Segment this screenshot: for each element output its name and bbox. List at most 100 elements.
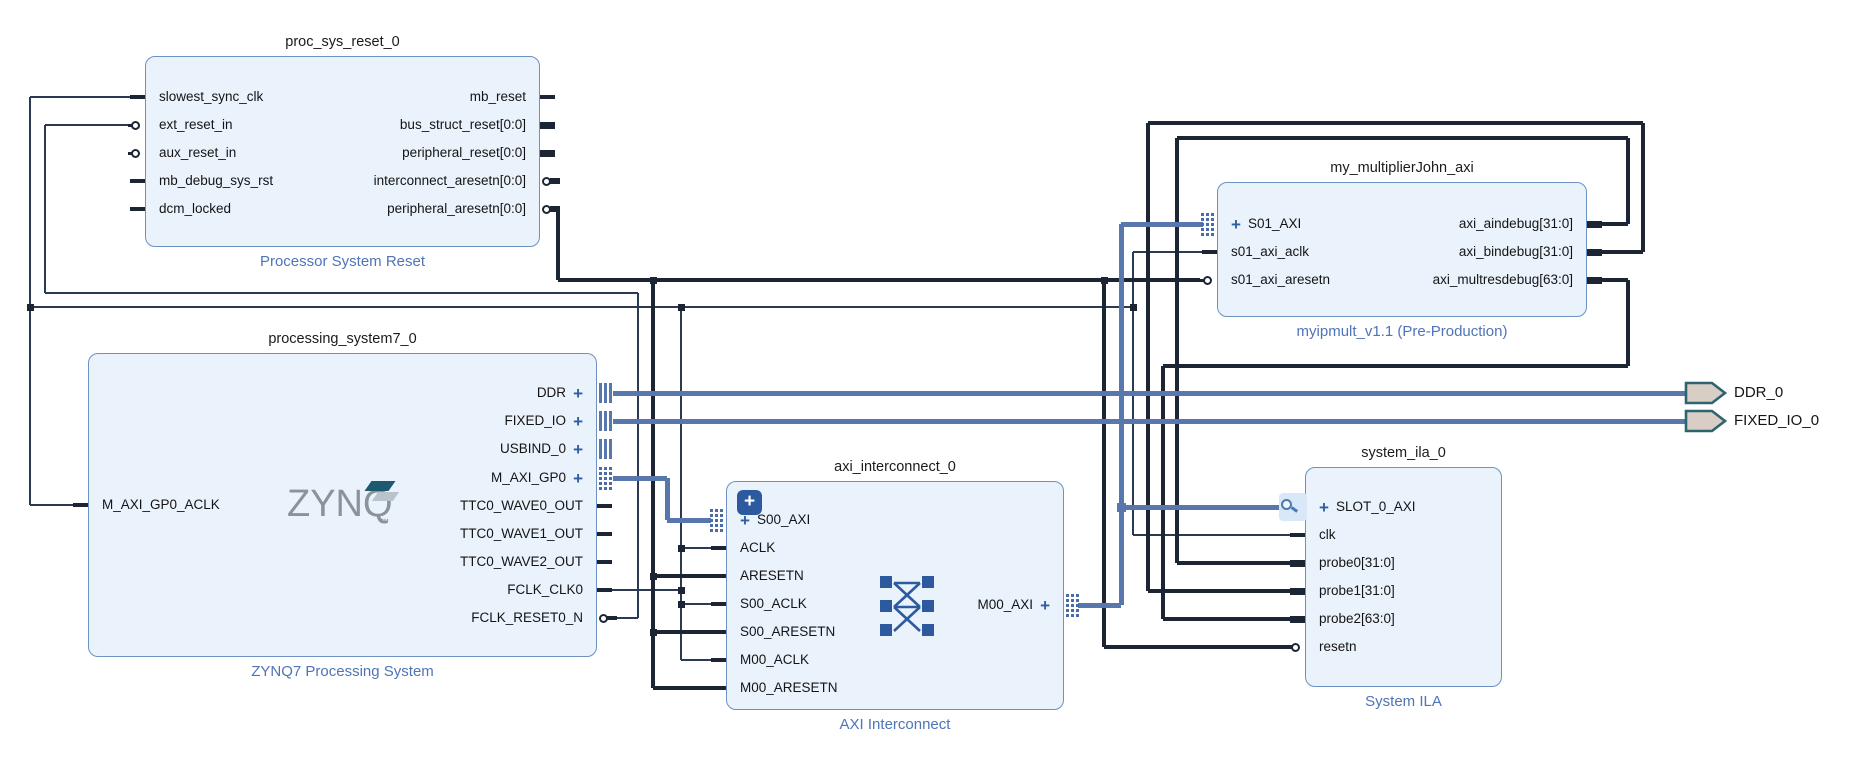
- interface-pin-dotted-icon[interactable]: [715, 519, 718, 522]
- interface-pin-dotted-icon[interactable]: [1211, 228, 1214, 231]
- pin-stub[interactable]: [1202, 250, 1217, 254]
- wire-segment[interactable]: [1121, 221, 1203, 227]
- interface-pin-dotted-icon[interactable]: [1206, 233, 1209, 236]
- bus-pin-stub[interactable]: [1290, 615, 1305, 623]
- interface-pin-dotted-icon[interactable]: [609, 477, 612, 480]
- interface-pin-dotted-icon[interactable]: [720, 524, 723, 527]
- pin-stub[interactable]: [597, 532, 612, 536]
- wire-segment[interactable]: [1601, 250, 1643, 254]
- pin-stub[interactable]: [597, 588, 612, 592]
- pin-stub[interactable]: [130, 95, 145, 99]
- external-port-FIXED_IO_0[interactable]: FIXED_IO_0: [1734, 412, 1820, 429]
- port-dcm_locked[interactable]: dcm_locked: [159, 199, 231, 219]
- wire-segment[interactable]: [30, 504, 74, 506]
- expand-block-button[interactable]: [737, 490, 762, 515]
- wire-segment[interactable]: [613, 390, 1686, 396]
- wire-segment[interactable]: [1102, 280, 1106, 647]
- port-ARESETN[interactable]: ARESETN: [740, 566, 804, 586]
- external-port-symbol[interactable]: [1684, 380, 1728, 406]
- interface-pin-dotted-icon[interactable]: [1206, 228, 1209, 231]
- port-ACLK[interactable]: ACLK: [740, 538, 775, 558]
- wire-segment[interactable]: [681, 659, 712, 661]
- port-S01_AXI[interactable]: S01_AXI: [1231, 214, 1301, 234]
- port-M_AXI_GP0[interactable]: M_AXI_GP0: [491, 468, 583, 488]
- wire-segment[interactable]: [1161, 366, 1165, 619]
- interface-pin-dotted-icon[interactable]: [1206, 223, 1209, 226]
- interface-pin-dotted-icon[interactable]: [604, 467, 607, 470]
- interface-pin-icon[interactable]: [604, 411, 608, 431]
- port-FIXED_IO[interactable]: FIXED_IO: [505, 411, 583, 431]
- pin-stub[interactable]: [73, 503, 88, 507]
- port-peripheral_aresetn[0:0][interactable]: peripheral_aresetn[0:0]: [387, 199, 526, 219]
- wire-segment[interactable]: [45, 124, 128, 126]
- wire-segment[interactable]: [1626, 138, 1630, 224]
- ip-block-proc_sys_reset[interactable]: [145, 56, 540, 247]
- pin-stub[interactable]: [711, 630, 726, 634]
- port-M00_AXI[interactable]: M00_AXI: [978, 595, 1050, 615]
- interface-pin-dotted-icon[interactable]: [1211, 213, 1214, 216]
- wire-segment[interactable]: [653, 574, 713, 578]
- interface-pin-dotted-icon[interactable]: [1211, 218, 1214, 221]
- interface-pin-dotted-icon[interactable]: [1076, 614, 1079, 617]
- expand-plus-icon[interactable]: [573, 441, 583, 458]
- port-axi_multresdebug[63:0][interactable]: axi_multresdebug[63:0]: [1433, 270, 1573, 290]
- port-s01_axi_aresetn[interactable]: s01_axi_aresetn: [1231, 270, 1330, 290]
- interface-pin-dotted-icon[interactable]: [710, 519, 713, 522]
- port-S00_ARESETN[interactable]: S00_ARESETN: [740, 622, 835, 642]
- interface-pin-icon[interactable]: [609, 439, 613, 459]
- interface-pin-dotted-icon[interactable]: [599, 467, 602, 470]
- wire-segment[interactable]: [651, 280, 655, 688]
- wire-segment[interactable]: [1163, 364, 1628, 368]
- interface-pin-dotted-icon[interactable]: [599, 482, 602, 485]
- port-ext_reset_in[interactable]: ext_reset_in: [159, 115, 233, 135]
- port-M_AXI_GP0_ACLK[interactable]: M_AXI_GP0_ACLK: [102, 495, 220, 515]
- pin-stub[interactable]: [130, 207, 145, 211]
- interface-pin-dotted-icon[interactable]: [1071, 609, 1074, 612]
- ip-block-my_multiplierJohn_axi[interactable]: [1217, 182, 1587, 317]
- interface-pin-dotted-icon[interactable]: [715, 514, 718, 517]
- expand-plus-icon[interactable]: [1319, 499, 1329, 516]
- bus-pin-stub[interactable]: [1290, 587, 1305, 595]
- interface-pin-dotted-icon[interactable]: [609, 472, 612, 475]
- port-interconnect_aresetn[0:0][interactable]: interconnect_aresetn[0:0]: [374, 171, 526, 191]
- port-slowest_sync_clk[interactable]: slowest_sync_clk: [159, 87, 263, 107]
- interface-pin-icon[interactable]: [609, 411, 613, 431]
- port-FCLK_CLK0[interactable]: FCLK_CLK0: [507, 580, 583, 600]
- expand-plus-icon[interactable]: [1040, 597, 1050, 614]
- wire-segment[interactable]: [1133, 534, 1291, 536]
- interface-pin-dotted-icon[interactable]: [599, 472, 602, 475]
- pin-stub[interactable]: [711, 686, 726, 690]
- interface-pin-dotted-icon[interactable]: [1076, 604, 1079, 607]
- port-mb_reset[interactable]: mb_reset: [470, 87, 526, 107]
- wire-segment[interactable]: [1601, 278, 1628, 282]
- expand-plus-icon[interactable]: [573, 385, 583, 402]
- interface-pin-dotted-icon[interactable]: [604, 487, 607, 490]
- interface-pin-dotted-icon[interactable]: [715, 524, 718, 527]
- interface-pin-dotted-icon[interactable]: [1076, 609, 1079, 612]
- interface-pin-icon[interactable]: [599, 439, 603, 459]
- pin-stub[interactable]: [1200, 278, 1204, 282]
- port-clk[interactable]: clk: [1319, 525, 1336, 545]
- interface-pin-dotted-icon[interactable]: [1201, 228, 1204, 231]
- wire-segment[interactable]: [667, 517, 711, 523]
- pin-stub[interactable]: [597, 504, 612, 508]
- interface-pin-dotted-icon[interactable]: [1071, 599, 1074, 602]
- interface-pin-dotted-icon[interactable]: [599, 487, 602, 490]
- interface-pin-dotted-icon[interactable]: [720, 514, 723, 517]
- ip-block-system_ila[interactable]: [1305, 467, 1502, 687]
- interface-pin-dotted-icon[interactable]: [1066, 599, 1069, 602]
- interface-pin-dotted-icon[interactable]: [715, 509, 718, 512]
- port-peripheral_reset[0:0][interactable]: peripheral_reset[0:0]: [402, 143, 526, 163]
- wire-segment[interactable]: [1121, 504, 1283, 510]
- port-s01_axi_aclk[interactable]: s01_axi_aclk: [1231, 242, 1309, 262]
- interface-pin-dotted-icon[interactable]: [1066, 604, 1069, 607]
- port-axi_bindebug[31:0][interactable]: axi_bindebug[31:0]: [1459, 242, 1573, 262]
- wire-segment[interactable]: [613, 475, 667, 481]
- port-bus_struct_reset[0:0][interactable]: bus_struct_reset[0:0]: [400, 115, 526, 135]
- wire-segment[interactable]: [1626, 280, 1630, 366]
- wire-segment[interactable]: [1133, 251, 1203, 253]
- interface-pin-dotted-icon[interactable]: [604, 477, 607, 480]
- interface-pin-icon[interactable]: [599, 411, 603, 431]
- wire-segment[interactable]: [30, 96, 131, 98]
- interface-pin-dotted-icon[interactable]: [1211, 223, 1214, 226]
